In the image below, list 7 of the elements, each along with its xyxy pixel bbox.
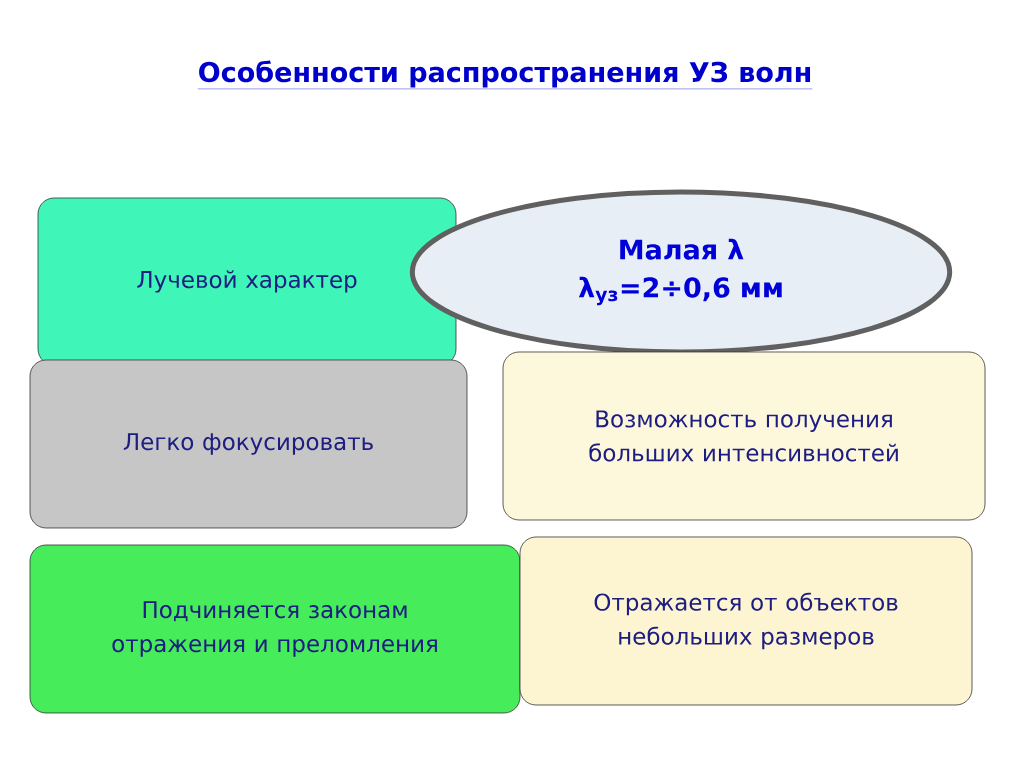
rounded-box: Легко фокусировать (29, 359, 468, 529)
rounded-box: Подчиняется законам отражения и преломления (29, 544, 521, 714)
ellipse-callout: Малая λ λ$_{уз}$=2÷0,6 мм (409, 189, 953, 355)
slide-title: Особенности распространения УЗ волн (197, 60, 813, 90)
rounded-box: Лучевой характер (37, 197, 457, 366)
rounded-box: Отражается от объектов небольших размеров (519, 536, 973, 706)
rounded-box: Возможность получения больших интенсивностей (502, 351, 986, 521)
